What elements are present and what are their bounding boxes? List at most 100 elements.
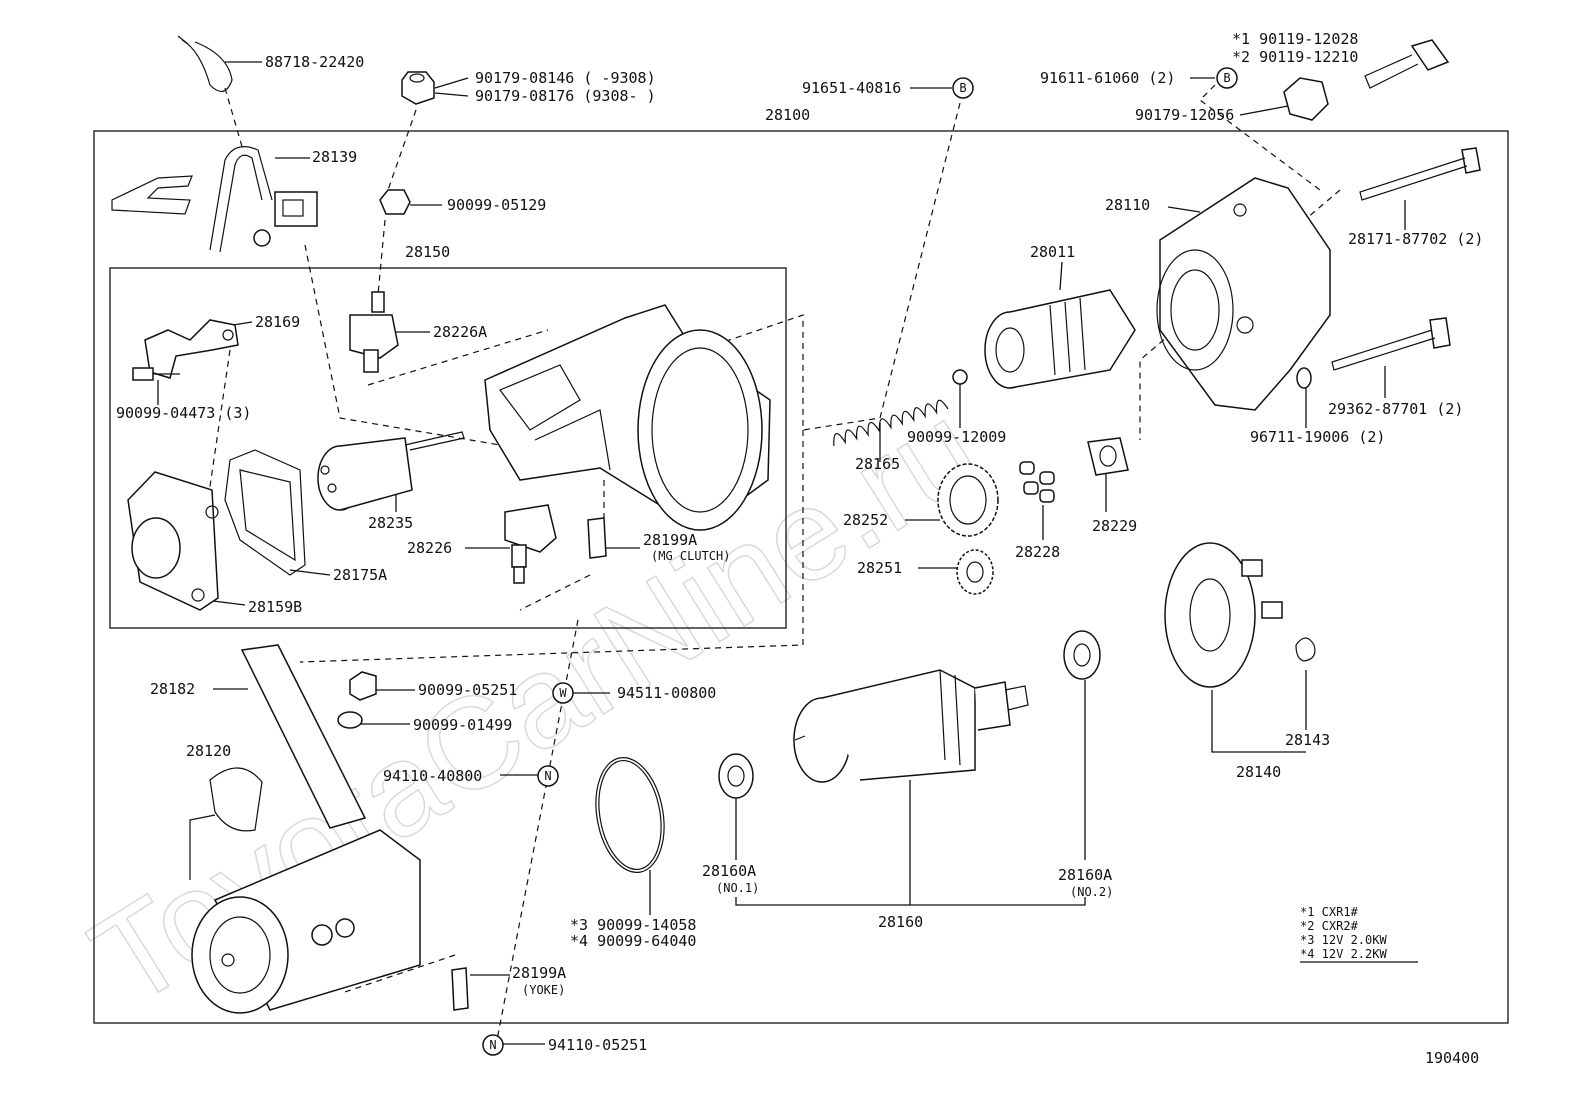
label-90099e: 90099-01499 — [413, 716, 512, 734]
legend-4: *4 12V 2.2KW — [1300, 947, 1387, 961]
plate-icon — [144, 319, 239, 379]
washer-icon — [1296, 367, 1312, 389]
label-29362: 29362-87701 (2) — [1328, 400, 1463, 418]
legend-3: *3 12V 2.0KW — [1300, 933, 1387, 947]
marker-n-2: N — [482, 1034, 504, 1056]
motor-icon — [189, 767, 421, 1014]
label-28143: 28143 — [1285, 731, 1330, 749]
label-28171: 28171-87702 (2) — [1348, 230, 1483, 248]
label-88718: 88718-22420 — [265, 53, 364, 71]
legend-1: *1 CXR1# — [1300, 905, 1359, 919]
label-28229: 28229 — [1092, 517, 1137, 535]
through-bolt-icon — [1359, 147, 1481, 201]
label-yoke: (YOKE) — [522, 983, 565, 997]
label-94110b: 94110-05251 — [548, 1036, 647, 1054]
ball-icon — [952, 369, 968, 385]
label-28139: 28139 — [312, 148, 357, 166]
clutch-assy-icon — [984, 289, 1136, 389]
label-28235: 28235 — [368, 514, 413, 532]
clamp-icon — [177, 35, 233, 92]
marker-n-1: N — [537, 765, 559, 787]
label-28251: 28251 — [857, 559, 902, 577]
marker-b-2: B — [1216, 67, 1238, 89]
label-90099b: 90099-04473 (3) — [116, 404, 251, 422]
label-mg-clutch: (MG CLUTCH) — [651, 549, 730, 563]
label-96711: 96711-19006 (2) — [1250, 428, 1385, 446]
plunger-icon — [317, 431, 465, 511]
marker-b-1: B — [952, 77, 974, 99]
cap-icon — [337, 671, 377, 729]
label-28226A: 28226A — [433, 323, 487, 341]
gasket-icon — [224, 449, 306, 576]
rollers-icon — [1019, 461, 1055, 503]
label-28160A-1: 28160A — [702, 862, 756, 880]
label-28182: 28182 — [150, 680, 195, 698]
retainer-icon — [1087, 437, 1129, 476]
nut-2-icon — [379, 189, 411, 215]
through-bolt-2-icon — [1331, 317, 1451, 371]
label-28160: 28160 — [878, 913, 923, 931]
spring-clip-icon — [1295, 637, 1316, 662]
legend-2: *2 CXR2# — [1300, 919, 1359, 933]
drive-housing-icon — [1156, 177, 1331, 411]
label-28252: 28252 — [843, 511, 888, 529]
lead-wire-icon — [209, 146, 318, 253]
label-90179b: 90179-08176 (9308- ) — [475, 87, 656, 105]
label-28110: 28110 — [1105, 196, 1150, 214]
label-91651: 91651-40816 — [802, 79, 901, 97]
svg-text:N: N — [489, 1038, 496, 1052]
svg-text:B: B — [1223, 71, 1230, 85]
part-labels: 88718-22420 90179-08146 ( -9308) 90179-0… — [116, 30, 1483, 1054]
label-no1: (NO.1) — [716, 881, 759, 895]
legend: *1 CXR1# *2 CXR2# *3 12V 2.0KW *4 12V 2.… — [1300, 905, 1418, 963]
label-90099c: 90099-12009 — [907, 428, 1006, 446]
svg-text:W: W — [559, 686, 567, 700]
label-28199A-1: 28199A — [643, 531, 697, 549]
nut-icon — [401, 71, 435, 105]
label-94511: 94511-00800 — [617, 684, 716, 702]
label-star2: *2 90119-12210 — [1232, 48, 1358, 66]
housing-icon — [484, 304, 771, 531]
bearing-1-icon — [718, 753, 754, 799]
o-ring-icon — [595, 756, 665, 874]
label-94110a: 94110-40800 — [383, 767, 482, 785]
label-28160A-2: 28160A — [1058, 866, 1112, 884]
label-28175A: 28175A — [333, 566, 387, 584]
label-90179c: 90179-12056 — [1135, 106, 1234, 124]
svg-text:N: N — [544, 769, 551, 783]
brush-holder-icon — [1164, 542, 1283, 688]
label-91611: 91611-61060 (2) — [1040, 69, 1175, 87]
label-28159B: 28159B — [248, 598, 302, 616]
label-28226: 28226 — [407, 539, 452, 557]
label-28120: 28120 — [186, 742, 231, 760]
end-cover-icon — [127, 471, 219, 611]
terminal-icon — [349, 291, 399, 373]
label-90179a: 90179-08146 ( -9308) — [475, 69, 656, 87]
small-gear-icon — [956, 549, 994, 595]
svg-text:B: B — [959, 81, 966, 95]
label-28199A-2: 28199A — [512, 964, 566, 982]
label-28169: 28169 — [255, 313, 300, 331]
strap-icon — [240, 644, 367, 829]
nut-3-icon — [1283, 77, 1329, 121]
assembly-frame-28100 — [93, 130, 1509, 1024]
diagram-id: 190400 — [1425, 1049, 1479, 1067]
alignment-lines — [207, 84, 1341, 1041]
terminal-2-icon — [504, 504, 557, 584]
armature-icon — [793, 669, 1029, 783]
label-star1: *1 90119-12028 — [1232, 30, 1358, 48]
label-28100: 28100 — [765, 106, 810, 124]
bolt-icon — [1364, 39, 1450, 89]
spring-icon — [833, 399, 949, 447]
label-no2: (NO.2) — [1070, 885, 1113, 899]
subassembly-frame-28150 — [109, 267, 787, 629]
gasket-inner — [239, 469, 296, 562]
label-28011: 28011 — [1030, 243, 1075, 261]
marker-w: W — [552, 682, 574, 704]
label-star3: *3 90099-14058 — [570, 916, 696, 934]
label-star4: *4 90099-64040 — [570, 932, 696, 950]
label-28165: 28165 — [855, 455, 900, 473]
yoke-cap-icon — [451, 967, 469, 1011]
